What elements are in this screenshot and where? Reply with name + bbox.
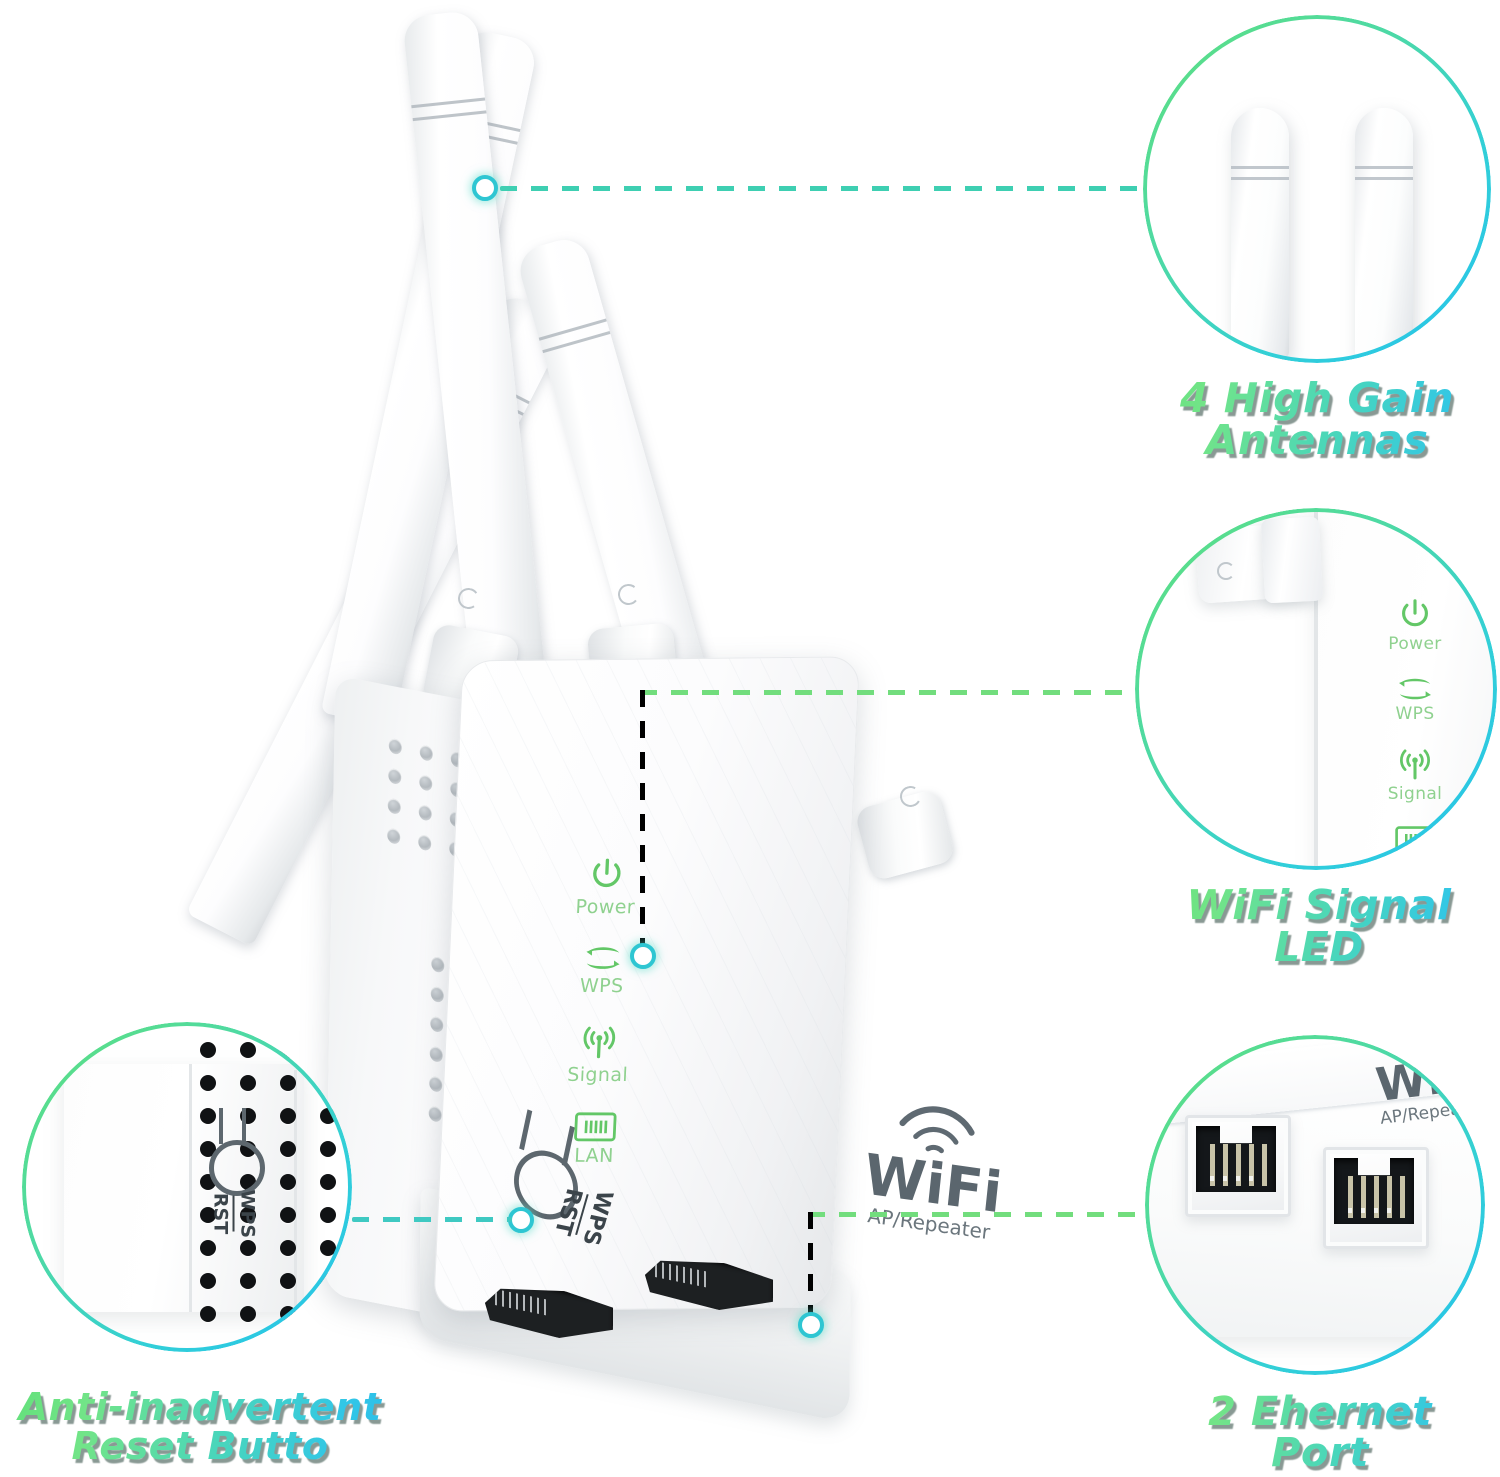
led-wps-label: WPS [579,974,624,998]
callout-ethernet-brand: Wi AP/Repeat [1373,1046,1485,1128]
callout-wps-rst-label: WPS RST [210,1189,259,1239]
device-led-indicator-column: Power WPS [522,855,677,1193]
callout-hinge-mark [1217,562,1235,580]
connector-dot-antennas [472,175,498,201]
connector-dot-led [630,943,656,969]
callout-led-power: Power [1388,596,1441,654]
power-icon [1397,596,1433,632]
connector-line-led-vertical [640,690,645,952]
callout-rst-label-text: RST [210,1192,232,1235]
callout-led-content: Power WPS [1135,508,1497,870]
callout-reset-device-edge-right [294,1070,297,1306]
callout-device-edge [1314,508,1318,870]
callout-label-ethernet: 2 Ehernet Port [1140,1392,1500,1474]
callout-reset-device-body [64,1064,304,1312]
lan-port-icon [1395,826,1435,854]
callout-circle-antennas [1143,15,1491,363]
wifi-signal-icon [578,1023,620,1061]
callout-ethernet-port-2 [1323,1147,1429,1249]
callout-led-lan-label: LAN [1397,856,1433,870]
antenna-tip-left [1231,108,1289,358]
antenna-tip-right [1355,108,1413,358]
callout-ethernet-port-1-contacts [1210,1176,1262,1181]
callout-antennas-content [1143,15,1491,363]
led-power: Power [575,855,637,918]
callout-circle-ethernet: Wi AP/Repeat [1145,1035,1485,1375]
callout-led-lan: LAN [1395,826,1435,870]
callout-ethernet-port-2-contacts [1348,1208,1400,1213]
led-wps: WPS [579,944,625,997]
callout-led-signal: Signal [1388,746,1443,804]
callout-reset-device-edge [189,1064,192,1312]
led-lan-label: LAN [573,1144,615,1167]
wps-sync-icon [1396,676,1434,702]
callout-reset-content: WPS RST [22,1022,352,1352]
callout-antenna-stub [1260,516,1324,604]
connector-line-ethernet-vertical [808,1212,813,1322]
callout-label-reset: Anti-inadvertent Reset Butto [0,1388,400,1466]
wifi-signal-icon [1396,746,1434,782]
lan-port-icon [574,1112,617,1142]
callout-led-wps-label: WPS [1395,704,1435,724]
led-signal-label: Signal [566,1063,629,1087]
callout-circle-led: Power WPS [1135,508,1497,870]
callout-device-face [1317,508,1497,870]
callout-ethernet-port-1 [1185,1115,1291,1217]
led-signal: Signal [567,1023,631,1086]
power-icon [587,855,627,893]
callout-wps-reset-button[interactable] [209,1140,265,1196]
connector-line-ethernet-horizontal [808,1212,1148,1217]
callout-led-column: Power WPS [1360,596,1470,870]
callout-reset-vent-holes [200,1042,336,1322]
callout-led-power-label: Power [1388,634,1442,654]
led-lan: LAN [572,1112,617,1167]
wps-sync-icon [582,944,623,972]
device-brand-mark: WiFi AP/Repeater [838,1083,1031,1248]
connector-dot-ethernet [798,1312,824,1338]
wifi-arc-icon [889,1106,984,1164]
callout-wps-label-text: WPS [236,1189,259,1239]
callout-label-led: WiFi Signal LED [1135,884,1500,969]
connector-line-antennas [500,186,1140,191]
connector-line-reset [352,1217,512,1222]
led-power-label: Power [575,896,636,919]
callout-circle-reset: WPS RST [22,1022,352,1352]
callout-label-antennas: 4 High Gain Antennas [1120,377,1500,462]
callout-ethernet-content: Wi AP/Repeat [1145,1035,1485,1375]
callout-wps-button-stem [219,1108,246,1144]
callout-led-signal-label: Signal [1387,784,1443,804]
connector-line-led-horizontal [640,690,1140,695]
callout-led-wps: WPS [1395,676,1434,724]
